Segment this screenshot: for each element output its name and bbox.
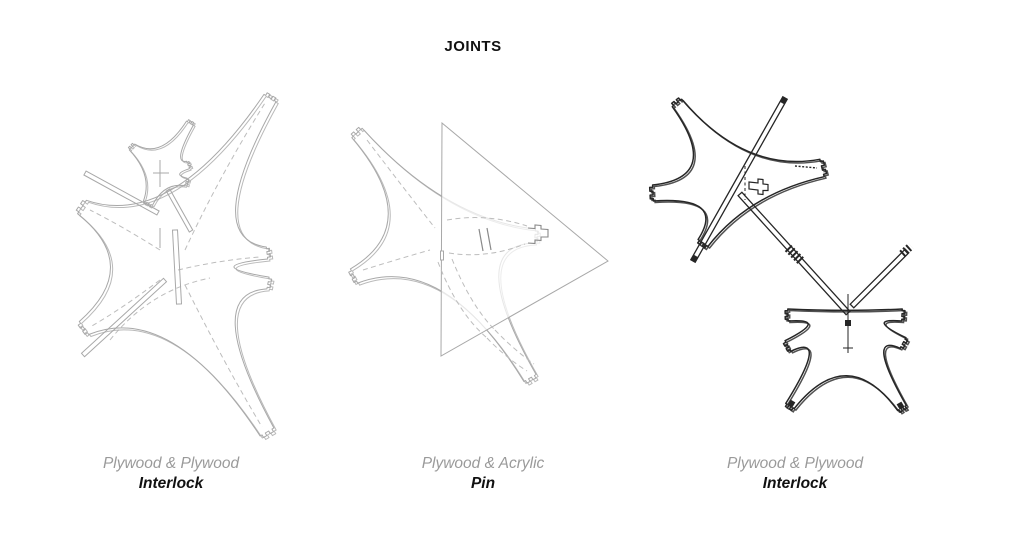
caption-joint-2: Plywood & Acrylic Pin bbox=[373, 454, 593, 495]
joint-drawing-plywood-acrylic-pin bbox=[348, 121, 609, 386]
joint-drawing-plywood-plywood-interlock-right bbox=[648, 95, 914, 415]
joint-type-label-1: Interlock bbox=[138, 475, 204, 493]
joint-type-label-2: Pin bbox=[470, 475, 496, 493]
materials-label-1: Plywood & Plywood bbox=[102, 455, 240, 472]
materials-label-2: Plywood & Acrylic bbox=[421, 455, 545, 472]
caption-joint-1: Plywood & Plywood Interlock bbox=[61, 454, 281, 495]
materials-label-3: Plywood & Plywood bbox=[726, 455, 864, 472]
caption-joint-3: Plywood & Plywood Interlock bbox=[685, 454, 905, 495]
joint-type-label-3: Interlock bbox=[762, 475, 828, 493]
page-title: JOINTS bbox=[444, 38, 502, 55]
joint-drawing-plywood-plywood-interlock-left bbox=[75, 92, 279, 441]
